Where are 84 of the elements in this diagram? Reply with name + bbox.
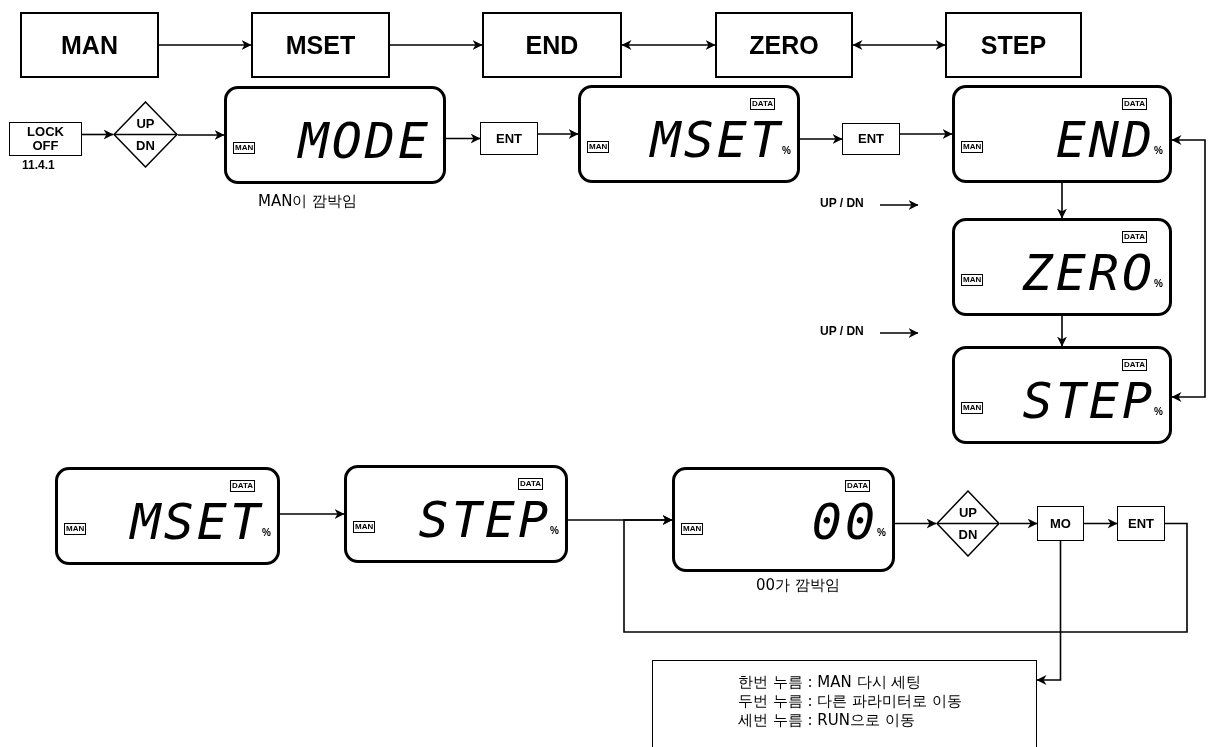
key-label: UP [135, 116, 156, 131]
man-indicator: MAN [587, 141, 610, 153]
node-label: 11.4.1 [22, 158, 55, 172]
key-label: DN [957, 527, 979, 542]
data-indicator: DATA [844, 480, 870, 492]
up-down-key [936, 490, 1000, 557]
percent-sign: % [262, 528, 271, 538]
arrow [279, 509, 345, 519]
key-button: ENT [480, 122, 538, 155]
lcd-display [952, 218, 1172, 316]
lcd-display [952, 85, 1172, 183]
node-label: MAN이 깜박임 [258, 192, 358, 211]
data-indicator: DATA [1121, 98, 1147, 110]
arrow [879, 328, 919, 338]
note-line: 한번 누름 : MAN 다시 세팅 [738, 673, 922, 692]
percent-sign: % [782, 146, 791, 156]
arrow [621, 40, 716, 50]
segment-readout: ZERO [1022, 247, 1155, 299]
lcd-display [55, 467, 280, 565]
key-button: ENT [1117, 506, 1165, 541]
arrow [1057, 182, 1067, 219]
data-indicator: DATA [1121, 359, 1147, 371]
key-label: DN [135, 138, 156, 153]
note-box [652, 660, 1037, 747]
arrow [879, 200, 919, 210]
arrow [81, 129, 114, 140]
segment-readout: END [1055, 114, 1155, 166]
note-line: 두번 누름 : 다른 파라미터로 이동 [738, 692, 962, 711]
man-indicator: MAN [64, 523, 87, 535]
percent-sign: % [1154, 146, 1163, 156]
percent-sign: % [877, 528, 886, 538]
man-indicator: MAN [961, 274, 984, 286]
data-indicator: DATA [229, 480, 255, 492]
arrow [623, 515, 1188, 633]
arrow [158, 40, 252, 50]
arrow [445, 133, 481, 144]
segment-readout: MSET [130, 496, 263, 548]
man-indicator: MAN [353, 521, 376, 533]
percent-sign: % [1154, 407, 1163, 417]
lcd-display [344, 465, 568, 563]
lcd-display [952, 346, 1172, 444]
key-label: UP / DN [820, 196, 880, 214]
arrow [999, 518, 1038, 529]
key-button: LOCK OFF [9, 122, 82, 156]
arrow [177, 130, 225, 140]
arrow [1083, 518, 1118, 529]
key-button: ENT [842, 123, 900, 155]
note-line: 세번 누름 : RUN으로 이동 [738, 711, 915, 730]
menu-box: ZERO [715, 12, 853, 78]
percent-sign: % [550, 526, 559, 536]
up-down-key [113, 101, 178, 168]
arrow [1036, 540, 1062, 685]
man-indicator: MAN [961, 141, 984, 153]
menu-box: MSET [251, 12, 390, 78]
arrow [537, 129, 579, 139]
menu-box: MAN [20, 12, 159, 78]
arrow [852, 40, 946, 50]
arrow [799, 134, 843, 144]
segment-readout: STEP [1022, 375, 1155, 427]
segment-readout: STEP [418, 494, 551, 546]
man-indicator: MAN [681, 523, 704, 535]
lcd-display [224, 86, 446, 184]
data-indicator: DATA [517, 478, 543, 490]
menu-box: END [482, 12, 622, 78]
man-indicator: MAN [233, 142, 256, 154]
node-label: 00가 깜박임 [756, 576, 840, 595]
percent-sign: % [1154, 279, 1163, 289]
arrow [1171, 135, 1206, 402]
arrow [894, 518, 937, 529]
arrow [389, 40, 483, 50]
key-button: MO [1037, 506, 1084, 541]
arrow [1057, 315, 1067, 347]
arrow [899, 129, 953, 139]
man-indicator: MAN [961, 402, 984, 414]
segment-readout: MODE [298, 115, 431, 167]
lcd-display [578, 85, 800, 183]
menu-box: STEP [945, 12, 1082, 78]
data-indicator: DATA [1121, 231, 1147, 243]
data-indicator: DATA [749, 98, 775, 110]
lcd-display [672, 467, 895, 572]
key-label: UP / DN [820, 324, 880, 342]
segment-readout: MSET [650, 114, 783, 166]
key-label: UP [957, 505, 979, 520]
segment-readout: 00 [811, 496, 878, 548]
